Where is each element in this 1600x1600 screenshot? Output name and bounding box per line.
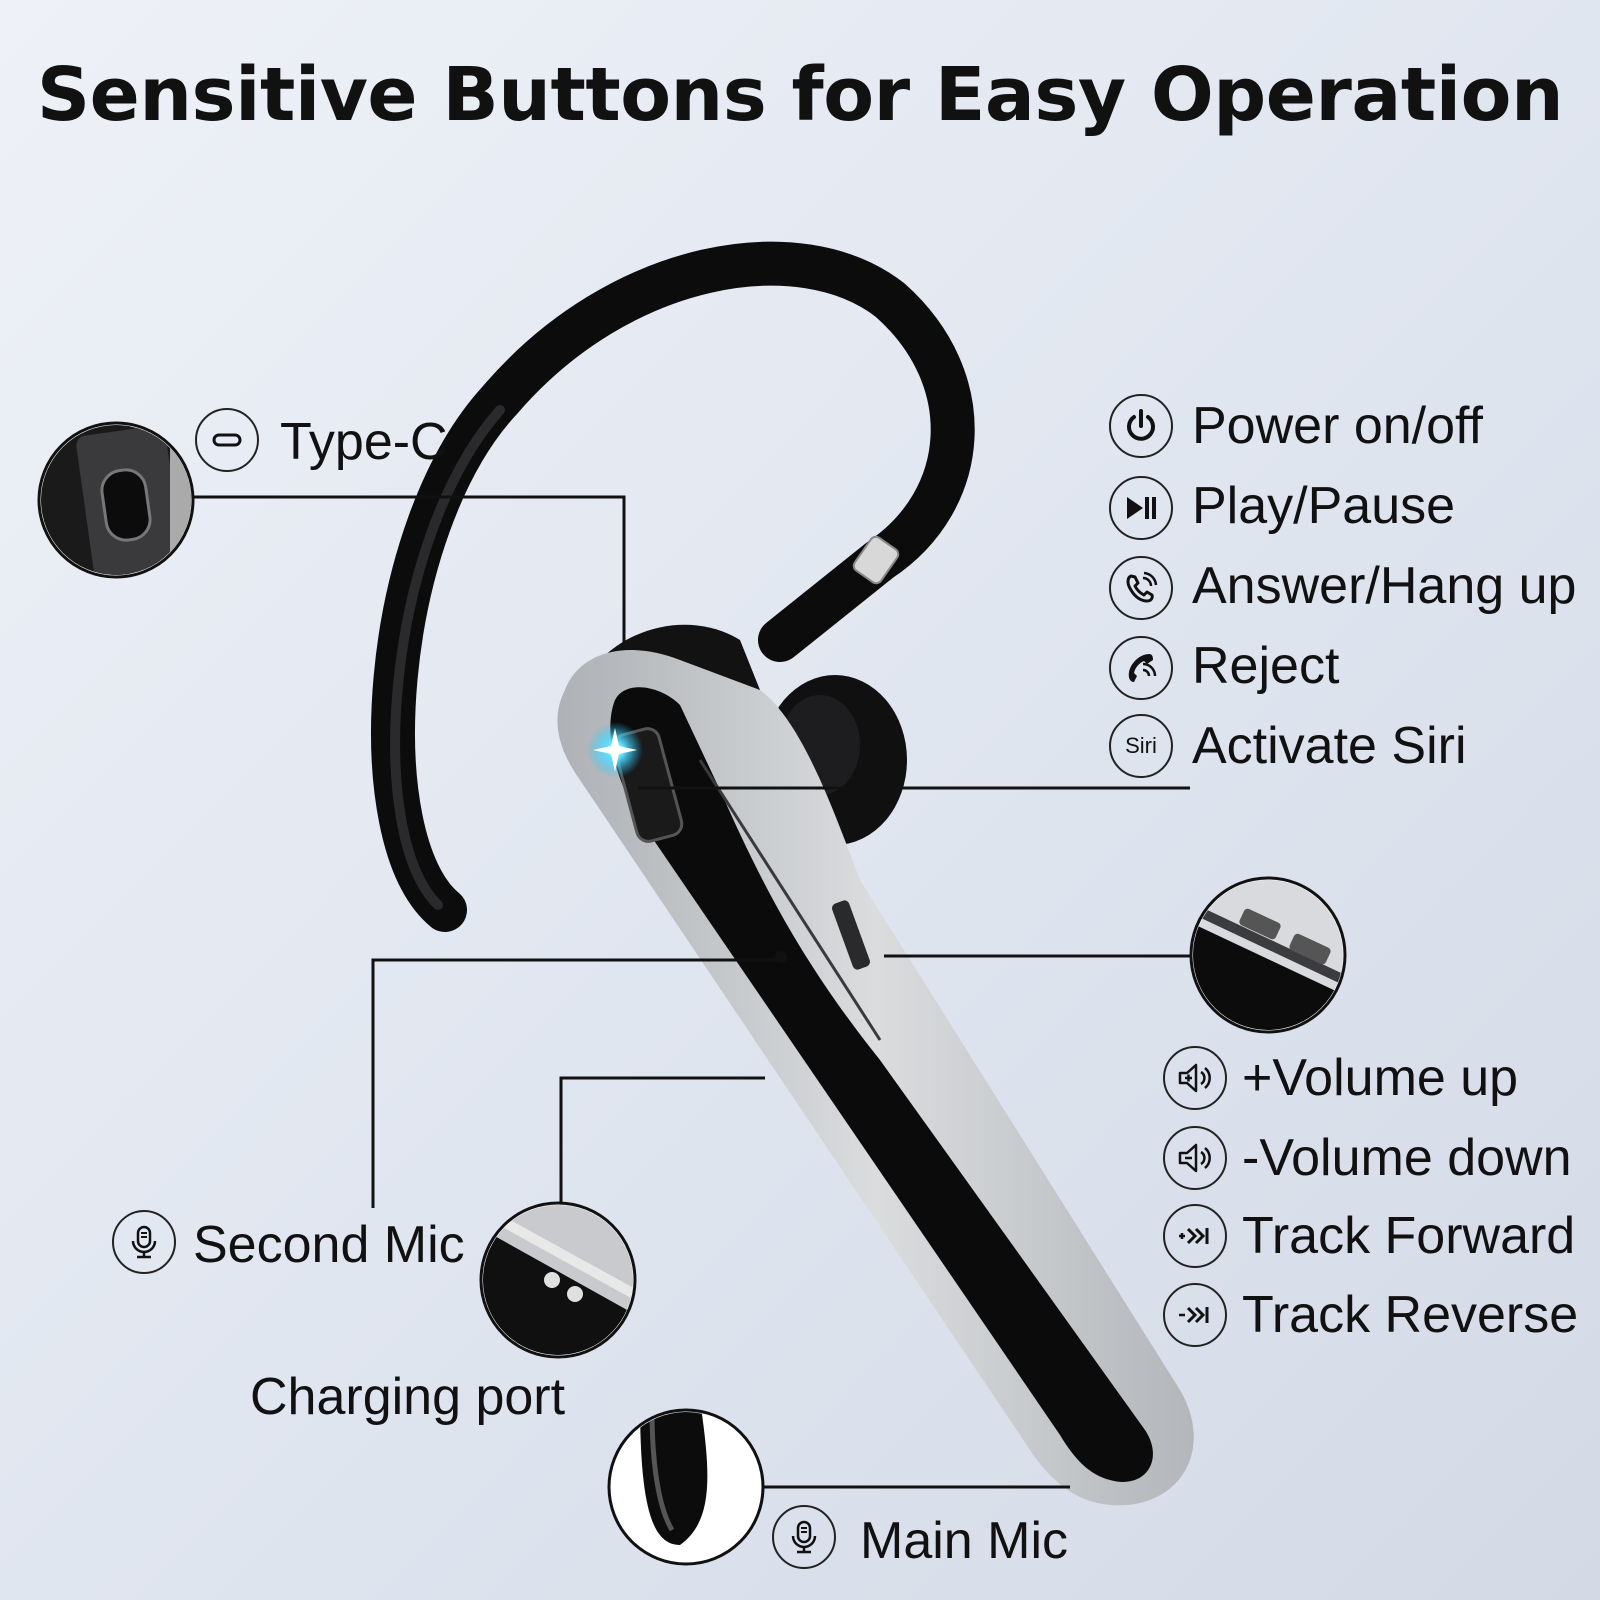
siri-icon: Siri: [1109, 714, 1173, 778]
volume-down-icon: [1163, 1126, 1227, 1190]
second-mic-icon: [112, 1210, 176, 1274]
reject-label: Reject: [1192, 637, 1340, 695]
main-mic-icon: [772, 1505, 836, 1569]
page-title: Sensitive Buttons for Easy Operation: [36, 52, 1564, 138]
play-pause-label: Play/Pause: [1192, 477, 1456, 535]
volume-down-label: -Volume down: [1242, 1129, 1572, 1187]
charging-port-label: Charging port: [250, 1368, 566, 1426]
track-forward-label: Track Forward: [1242, 1207, 1576, 1265]
usb-c-icon: [195, 408, 259, 472]
track-forward-icon: [1163, 1204, 1227, 1268]
reject-call-icon: [1109, 636, 1173, 700]
type-c-zoom: [37, 421, 195, 579]
type-c-label: Type-C: [280, 413, 448, 471]
volume-buttons-zoom: [1189, 876, 1347, 1034]
headset-body: [557, 650, 1194, 1506]
main-mic-label: Main Mic: [860, 1512, 1069, 1570]
activate-siri-label: Activate Siri: [1192, 717, 1467, 775]
power-icon: [1109, 394, 1173, 458]
track-reverse-icon: [1163, 1283, 1227, 1347]
volume-up-icon: [1163, 1046, 1227, 1110]
ear-hook: [371, 241, 975, 932]
answer-hangup-label: Answer/Hang up: [1192, 557, 1577, 615]
answer-call-icon: [1109, 556, 1173, 620]
main-mic-zoom: [607, 1408, 765, 1566]
callout-lines: [192, 495, 1192, 1489]
charging-port-zoom: [479, 1201, 637, 1359]
track-reverse-label: Track Reverse: [1242, 1286, 1579, 1344]
power-label: Power on/off: [1192, 397, 1484, 455]
volume-up-label: +Volume up: [1242, 1049, 1519, 1107]
play-pause-icon: [1109, 476, 1173, 540]
second-mic-label: Second Mic: [193, 1216, 465, 1274]
